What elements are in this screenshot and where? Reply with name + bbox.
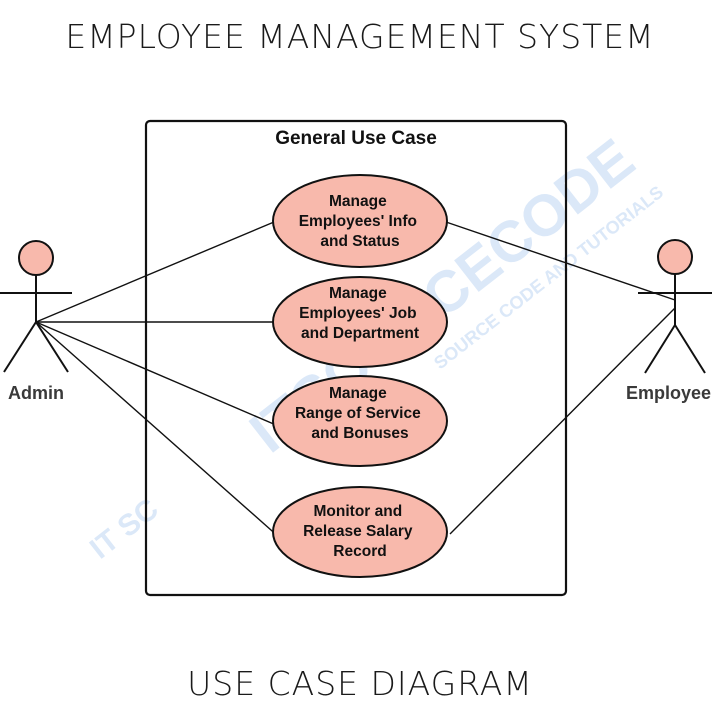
use-case-text: Manage Employees' Info and Status: [299, 193, 422, 250]
diagram-title: EMPLOYEE MANAGEMENT SYSTEM: [65, 17, 654, 56]
use-case-line: Employees' Job: [299, 305, 416, 322]
association-employee-uc1: [445, 221, 676, 301]
employee-label: Employee: [626, 383, 711, 403]
admin-head-icon: [18, 240, 54, 276]
actor-employee[interactable]: Employee: [626, 239, 712, 403]
use-case-line: Manage: [329, 193, 387, 210]
use-case-manage-range-of-service[interactable]: Manage Range of Service and Bonuses: [272, 375, 448, 467]
association-admin-uc1: [35, 221, 275, 323]
use-case-line: Record: [333, 543, 386, 560]
actor-admin[interactable]: Admin: [0, 240, 72, 403]
use-case-text: Manage Employees' Job and Department: [299, 285, 421, 342]
use-case-text: Monitor and Release Salary Record: [303, 503, 417, 560]
use-case-line: Monitor and: [314, 503, 403, 520]
association-admin-uc3: [35, 321, 277, 426]
diagram-subtitle: USE CASE DIAGRAM: [187, 664, 533, 703]
use-case-monitor-release-salary[interactable]: Monitor and Release Salary Record: [272, 486, 448, 578]
watermark-logo: IT SC: [84, 492, 165, 565]
use-case-line: and Department: [301, 325, 419, 342]
use-case-text: Manage Range of Service and Bonuses: [295, 385, 425, 442]
employee-left-leg: [644, 324, 676, 374]
use-case-manage-employees-job[interactable]: Manage Employees' Job and Department: [272, 276, 448, 368]
admin-left-leg: [3, 321, 37, 373]
use-case-line: Manage: [329, 385, 387, 402]
use-case-line: Range of Service: [295, 405, 421, 422]
use-case-ellipse: [272, 486, 448, 578]
use-case-line: and Bonuses: [311, 425, 408, 442]
use-case-ellipse: [272, 375, 448, 467]
employee-head-icon: [657, 239, 693, 275]
use-case-line: Manage: [329, 285, 387, 302]
boundary-label: General Use Case: [275, 128, 437, 149]
use-case-ellipse: [272, 174, 448, 268]
admin-label: Admin: [8, 383, 64, 403]
use-case-ellipse: [272, 276, 448, 368]
use-case-line: Employees' Info: [299, 213, 417, 230]
admin-right-leg: [35, 321, 69, 373]
use-case-line: and Status: [320, 233, 399, 250]
employee-right-leg: [674, 324, 706, 374]
association-employee-uc4: [449, 307, 676, 535]
use-case-manage-employees-info[interactable]: Manage Employees' Info and Status: [272, 174, 448, 268]
system-boundary: [144, 119, 568, 597]
association-admin-uc4: [35, 321, 281, 539]
use-case-line: Release Salary: [303, 523, 413, 540]
